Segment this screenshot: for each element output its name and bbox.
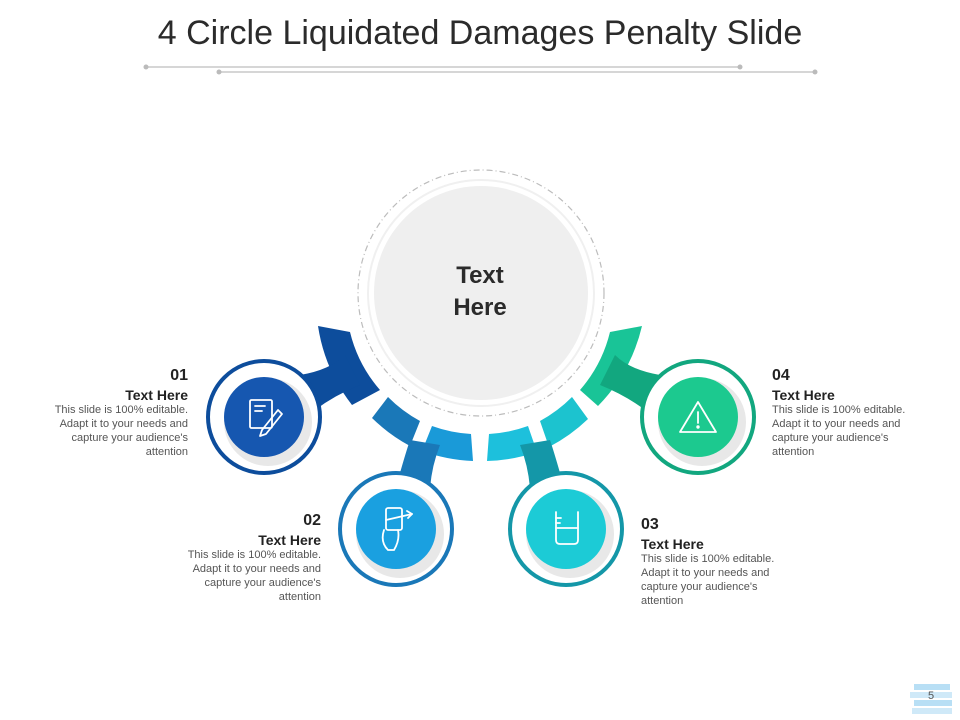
item-heading: Text Here (772, 387, 835, 403)
item-heading: Text Here (125, 387, 188, 403)
item-number: 03 (641, 516, 659, 533)
item-circle-01 (206, 359, 322, 475)
center-circle (357, 169, 605, 417)
item-label-01: 01 Text Here This slide is 100% editable… (38, 367, 188, 459)
hand-growth-icon (381, 507, 413, 551)
item-number: 04 (772, 367, 790, 384)
item-label-02: 02 Text Here This slide is 100% editable… (171, 512, 321, 604)
page-number: 5 (927, 690, 935, 702)
item-description: This slide is 100% editable. Adapt it to… (772, 404, 906, 458)
item-number: 01 (170, 367, 188, 384)
slide-title: 4 Circle Liquidated Damages Penalty Slid… (157, 14, 803, 52)
item-circle-03 (508, 471, 624, 587)
item-heading: Text Here (258, 532, 321, 548)
item-number: 02 (303, 512, 321, 529)
item-label-03: 03 Text Here This slide is 100% editable… (641, 516, 781, 608)
center-text: Text Here (400, 260, 560, 324)
warning-triangle-icon (679, 401, 717, 433)
item-description: This slide is 100% editable. Adapt it to… (641, 553, 775, 607)
item-description: This slide is 100% editable. Adapt it to… (187, 549, 321, 603)
item-circle-02 (338, 471, 454, 587)
edit-document-icon (249, 399, 283, 437)
page-number-decoration (910, 684, 952, 714)
item-description: This slide is 100% editable. Adapt it to… (54, 404, 188, 458)
item-heading: Text Here (641, 536, 704, 552)
beaker-icon (555, 511, 579, 545)
title-underline (143, 64, 818, 75)
center-text-line1: Text (456, 262, 504, 289)
center-text-line2: Here (453, 294, 507, 321)
item-label-04: 04 Text Here This slide is 100% editable… (772, 367, 912, 459)
